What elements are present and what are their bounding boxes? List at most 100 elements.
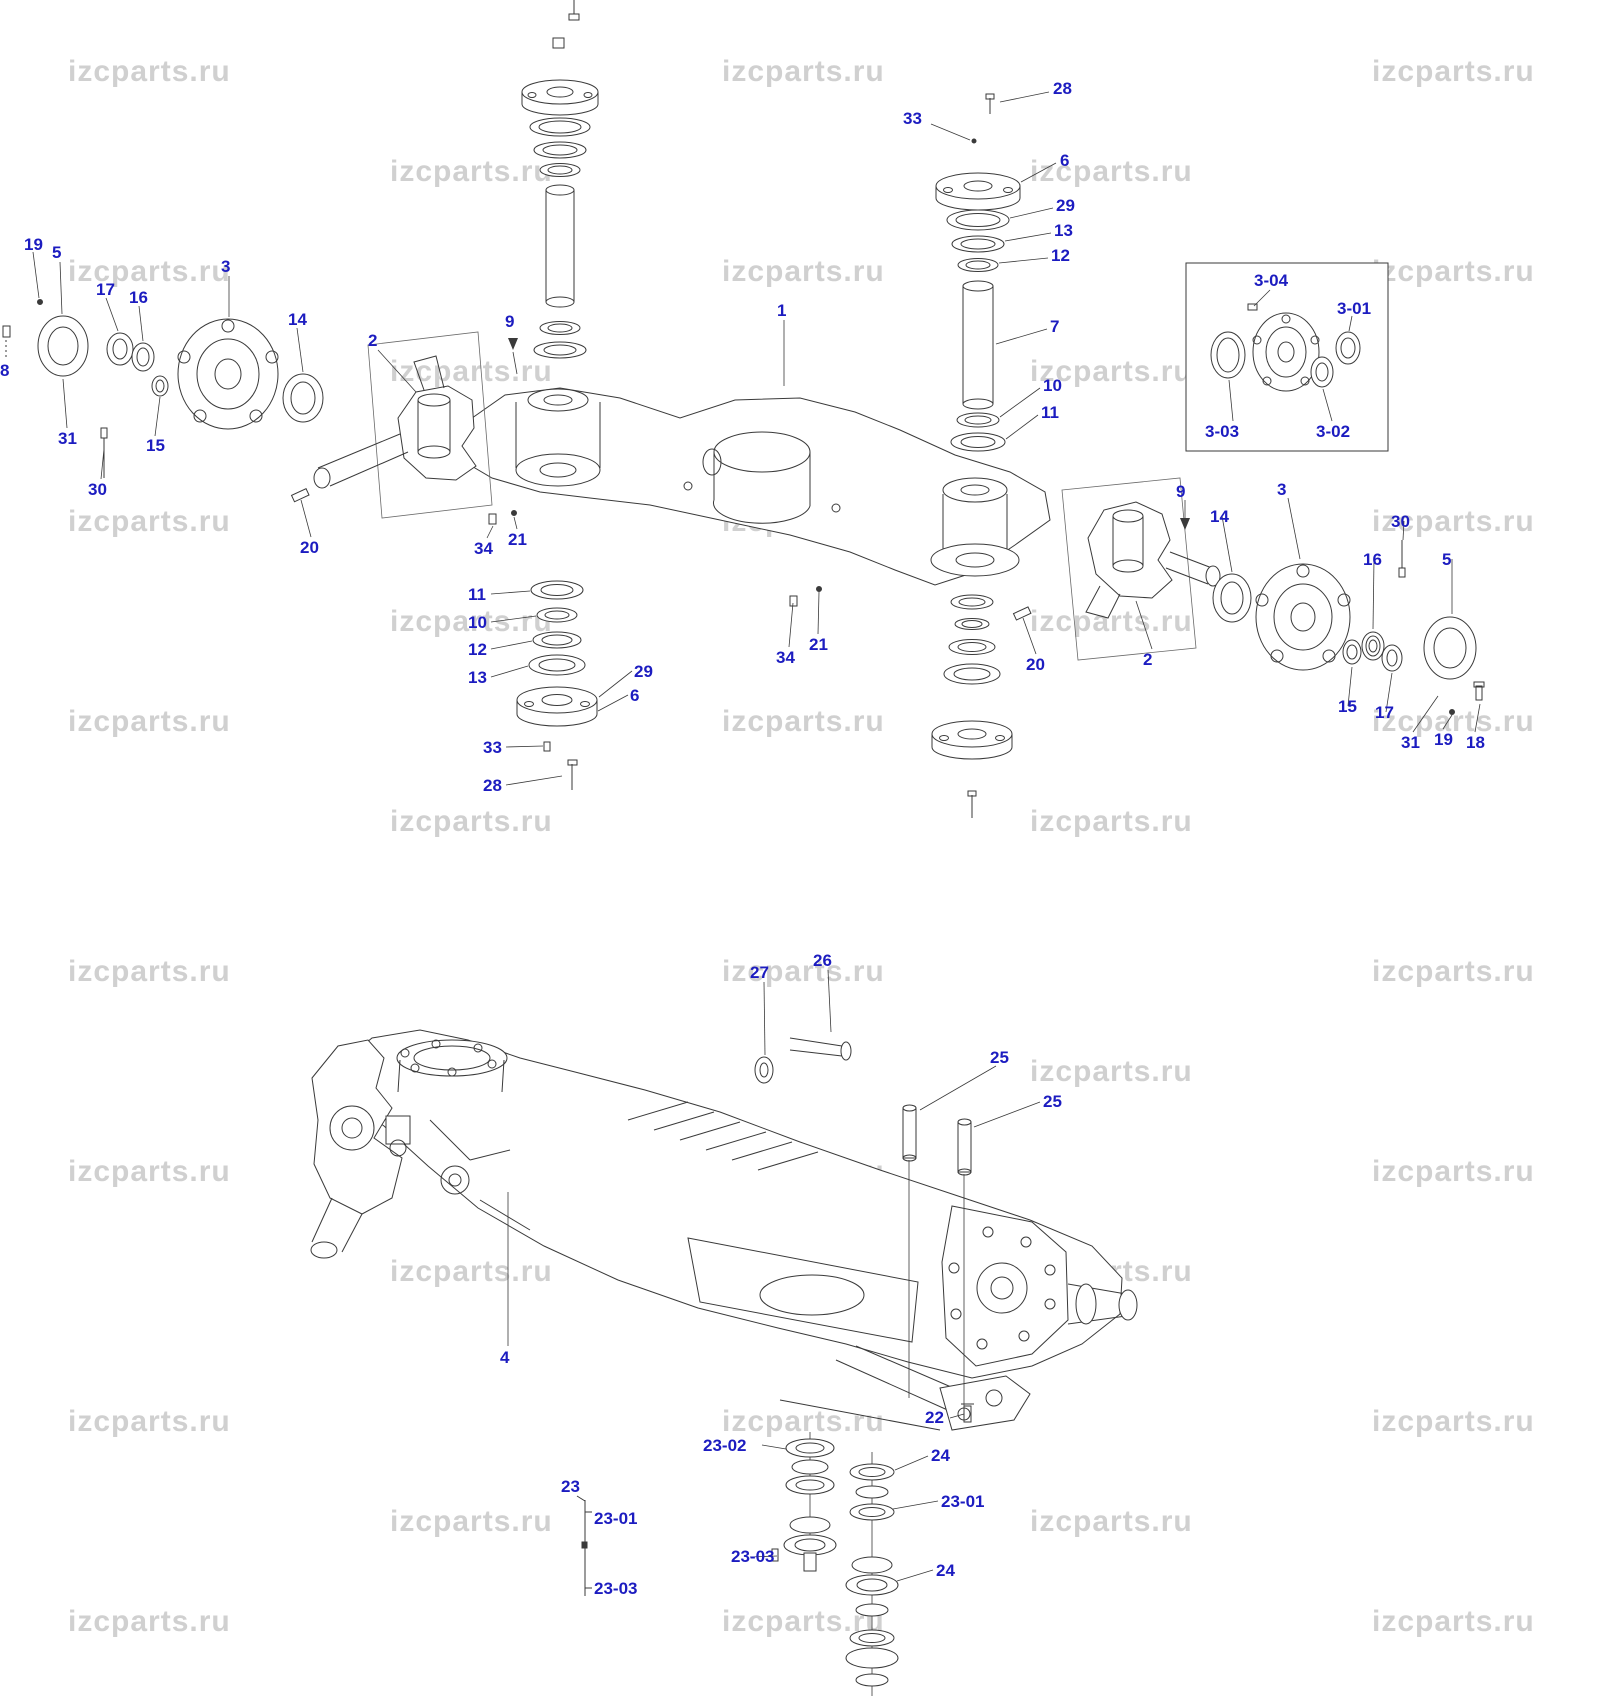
watermark-text: izcparts.ru [68,255,231,288]
axle-beam [454,387,1051,586]
watermark-text: izcparts.ru [722,705,885,738]
part-label-2: 2 [1143,650,1153,669]
watermark-text: izcparts.ru [390,155,553,188]
steering-knuckle-left [290,331,493,519]
part-label-2: 2 [368,331,378,350]
bearing-seal-group-right [1342,540,1485,715]
part-label-14: 14 [288,310,307,329]
watermark-text: izcparts.ru [722,1405,885,1438]
part-label-22: 22 [925,1408,944,1427]
part-label-3-02: 3-02 [1316,422,1351,441]
part-label-20: 20 [300,538,319,557]
part-label-28: 28 [483,776,502,795]
part-label-31: 31 [1401,733,1420,752]
watermark-text: izcparts.ru [1372,1605,1535,1638]
watermark-text: izcparts.ru [722,955,885,988]
watermark-text: izcparts.ru [68,705,231,738]
watermark-text: izcparts.ru [390,1255,553,1288]
fasteners-right [789,586,822,607]
watermark-text: izcparts.ru [1372,255,1535,288]
part-label-19: 19 [1434,730,1453,749]
part-label-26: 26 [813,951,832,970]
part-label-23-01: 23-01 [594,1509,638,1528]
front-axle-exploded-view [2,0,1485,818]
part-label-19: 19 [24,235,43,254]
part-label-1: 1 [777,301,787,320]
watermark-text: izcparts.ru [1030,155,1193,188]
part-label-24: 24 [931,1446,950,1465]
part-label-3-03: 3-03 [1205,422,1240,441]
part-label-3-04: 3-04 [1254,271,1289,290]
part-label-34: 34 [776,648,795,667]
watermark-text: izcparts.ru [68,955,231,988]
part-label-24: 24 [936,1561,955,1580]
part-label-31: 31 [58,429,77,448]
watermark-text: izcparts.ru [68,505,231,538]
part-label-10: 10 [468,613,487,632]
part-label-5: 5 [1442,550,1452,569]
watermark-text: izcparts.ru [68,55,231,88]
part-label-16: 16 [129,288,148,307]
part-label-23-03: 23-03 [731,1547,775,1566]
kingpin-upper-left-stack [521,0,599,359]
watermark-text: izcparts.ru [1030,1505,1193,1538]
part-label-16: 16 [1363,550,1382,569]
part-label-12: 12 [468,640,487,659]
bearing-seal-group-left [2,299,169,478]
part-label-13: 13 [1054,221,1073,240]
watermark-text: izcparts.ru [1030,605,1193,638]
watermark-text: izcparts.ru [1372,505,1535,538]
tie-rod-parts [754,1037,1031,1696]
part-label-29: 29 [634,662,653,681]
wheel-hub-left [177,318,324,430]
watermark-text: izcparts.ru [1372,55,1535,88]
part-label-33: 33 [903,109,922,128]
wheel-hub-right [1212,563,1351,671]
part-label-30: 30 [1391,512,1410,531]
part-label-23-01: 23-01 [941,1492,985,1511]
kingpin-upper-right-stack [935,93,1021,452]
part-label-14: 14 [1210,507,1229,526]
part-label-33: 33 [483,738,502,757]
part-label-4: 4 [500,1348,510,1367]
watermark-text: izcparts.ru [1372,1155,1535,1188]
part-label-7: 7 [1050,317,1060,336]
leader-lines [32,91,1481,1582]
part-label-15: 15 [146,436,165,455]
part-label-21: 21 [809,635,828,654]
part-label-21: 21 [508,530,527,549]
part-label-15: 15 [1338,697,1357,716]
part-label-17: 17 [1375,703,1394,722]
part-label-12: 12 [1051,246,1070,265]
part-label-17: 17 [96,280,115,299]
part-label-28: 28 [1053,79,1072,98]
kingpin-lower-right-stack [931,594,1013,818]
part-label-23-03: 23-03 [594,1579,638,1598]
part-label-25: 25 [990,1048,1009,1067]
part-label-23-02: 23-02 [703,1436,747,1455]
part-label-6: 6 [630,686,640,705]
part-label-3: 3 [221,257,231,276]
part-label-10: 10 [1043,376,1062,395]
fasteners-left [488,510,517,525]
part-label-3: 3 [1277,480,1287,499]
part-label-9: 9 [1176,482,1186,501]
watermark-text: izcparts.ru [1030,805,1193,838]
hub-inset-box [1185,262,1389,452]
part-label-8: 8 [0,361,10,380]
part-label-30: 30 [88,480,107,499]
watermark-text: izcparts.ru [390,1505,553,1538]
part-label-11: 11 [1041,403,1059,422]
watermark-text: izcparts.ru [68,1405,231,1438]
part-label-27: 27 [750,963,769,982]
housing-right-flange [941,1205,1138,1367]
watermark-text: izcparts.ru [68,1605,231,1638]
steering-knuckle-right [1012,477,1221,661]
part-label-34: 34 [474,539,493,558]
watermark-text: izcparts.ru [1030,355,1193,388]
watermark-text: izcparts.ru [390,805,553,838]
